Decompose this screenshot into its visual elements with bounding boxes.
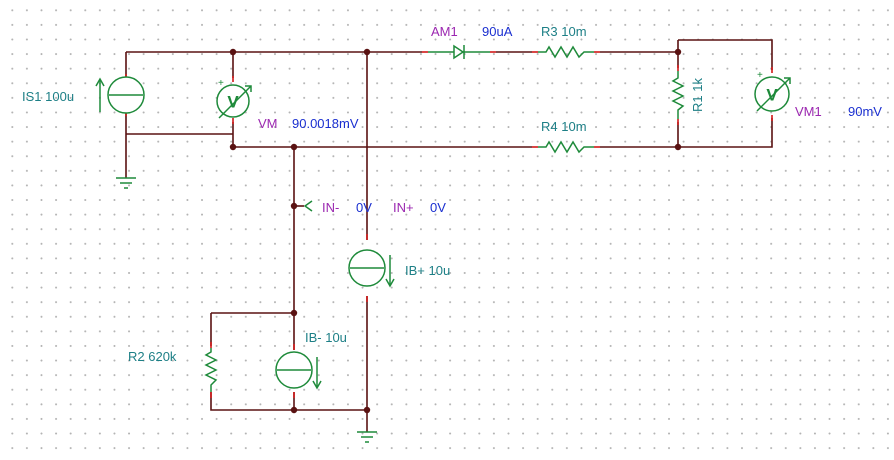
reading-in-minus: 0V (356, 200, 372, 215)
is1-current-source[interactable] (95, 76, 145, 114)
label-vm: VM (258, 116, 278, 131)
ground-icon (357, 431, 377, 443)
vm1-polarity: + (757, 70, 763, 81)
labels: IS1 100u VM 90.0018mV AM1 90uA R3 10m R4… (22, 24, 882, 364)
wires (125, 39, 773, 432)
label-vm1: VM1 (795, 104, 822, 119)
label-ib-plus: IB+ 10u (405, 263, 450, 278)
vm1-voltmeter[interactable]: V + (754, 70, 791, 112)
label-in-minus: IN- (322, 200, 339, 215)
vm-polarity: + (218, 78, 224, 89)
reading-am1: 90uA (482, 24, 513, 39)
r1-resistor[interactable] (671, 71, 685, 119)
reading-in-plus: 0V (430, 200, 446, 215)
reading-vm: 90.0018mV (292, 116, 359, 131)
ground-icon (116, 177, 136, 189)
wire-top-rail-right (496, 51, 679, 68)
label-ib-minus: IB- 10u (305, 330, 347, 345)
junction-dots (229, 48, 682, 414)
label-in-plus: IN+ (393, 200, 414, 215)
wire-vm1-top (677, 39, 773, 70)
in-minus-probe[interactable] (303, 200, 313, 212)
label-am1: AM1 (431, 24, 458, 39)
label-is1: IS1 100u (22, 89, 74, 104)
r3-resistor[interactable] (538, 45, 594, 59)
am1-ammeter[interactable] (428, 44, 490, 60)
label-r4: R4 10m (541, 119, 587, 134)
wire-vm1-bottom (677, 118, 773, 148)
r4-resistor[interactable] (538, 140, 594, 154)
label-r3: R3 10m (541, 24, 587, 39)
meter-arrow-icon (756, 77, 791, 112)
label-r1: R1 1k (690, 78, 705, 112)
terminal-pins (125, 51, 773, 398)
vm-voltmeter[interactable]: V + (216, 78, 252, 119)
label-r2: R2 620k (128, 349, 177, 364)
r2-resistor[interactable] (204, 348, 218, 392)
reading-vm1: 90mV (848, 104, 882, 119)
ib-plus-current-source[interactable] (348, 249, 395, 288)
meter-arrow-icon (218, 85, 252, 119)
ib-minus-current-source[interactable] (275, 351, 322, 390)
